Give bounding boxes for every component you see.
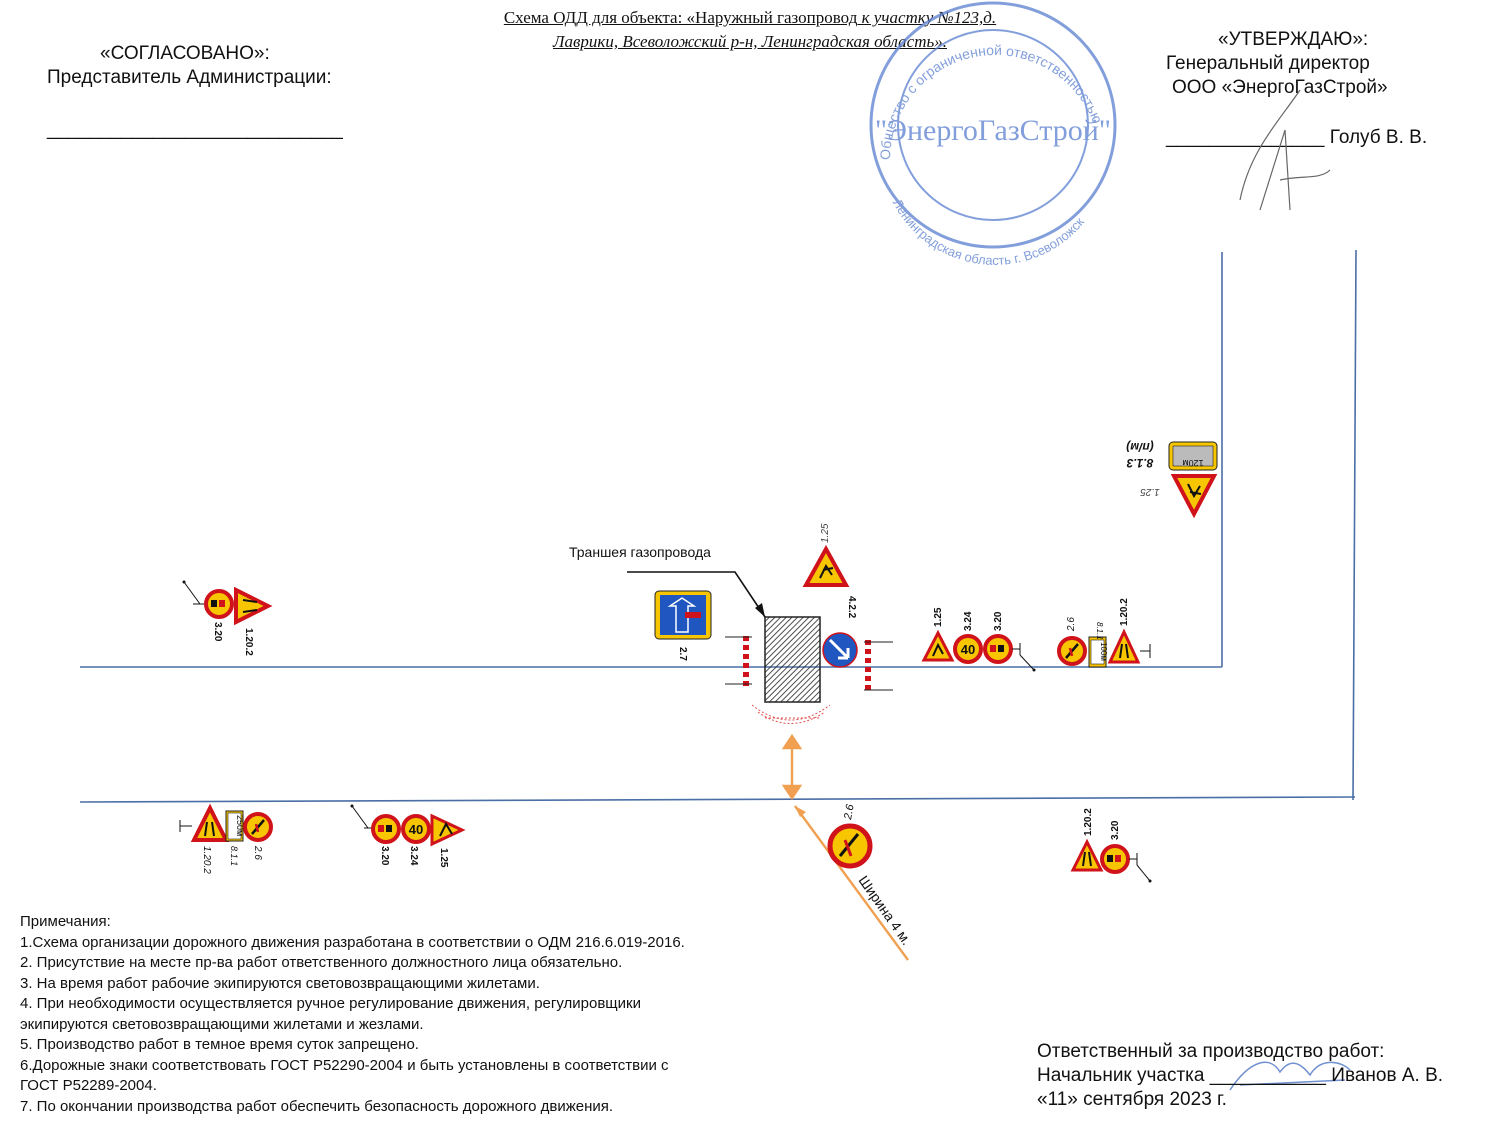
sign-label-1-25-mb: 1.25 [438, 848, 449, 868]
sign-group-right-top: 1.25 40 3.24 3.20 [921, 607, 1036, 672]
sign-road-works-top: 1.25 [802, 523, 850, 587]
sign-group-right-bottom: 1.20.2 3.20 [1070, 808, 1152, 883]
sign-speed-limit-a: 40 [961, 642, 975, 657]
sign-plate-250m: 250м [235, 815, 245, 836]
stamp-ring-bottom-text: Ленинградская область г. Всеволожск [890, 196, 1087, 268]
sign-label-8-1-1-lb: 8.1.1 [229, 846, 239, 866]
barrier-left [725, 636, 752, 690]
sign-label-1-20-2-rb: 1.20.2 [1083, 808, 1094, 836]
sign-label-2-6-bottom: 2.6 [842, 803, 857, 822]
note-item: 7. По окончании производства работ обесп… [20, 1097, 614, 1115]
sign-label-4-2-2: 4.2.2 [846, 596, 857, 619]
title-line-2: Лаврики, Всеволожский р-н, Ленинградская… [553, 32, 947, 51]
sign-label-2-6-lb: 2.6 [252, 845, 263, 860]
note-item: 1.Схема организации дорожного движения р… [20, 933, 685, 951]
approved-left-heading: «СОГЛАСОВАНО»: [100, 43, 270, 64]
sign-label-3-20-mb: 3.20 [379, 846, 390, 866]
approved-right-name: Голуб В. В. [1329, 127, 1428, 148]
note-item: 4. При необходимости осуществляется ручн… [20, 995, 641, 1012]
note-item: 5. Производство работ в темное время сут… [20, 1036, 419, 1053]
note-item: 2. Присутствие на месте пр-ва работ отве… [20, 954, 623, 971]
sign-speed-limit-b: 40 [409, 822, 423, 837]
sign-label-1-20-2-a: 1.20.2 [1119, 598, 1130, 626]
sign-group-middle-bottom: 3.20 40 3.24 1.25 [350, 804, 466, 868]
responsible-block: Ответственный за производство работ: Нач… [1037, 1040, 1443, 1112]
sign-label-1-20-2-lb: 1.20.2 [201, 846, 212, 874]
roads [79, 249, 1357, 803]
sign-label-2-6-a: 2.6 [1066, 617, 1077, 632]
barrier-right [864, 640, 893, 692]
approved-right-company: ООО «ЭнергоГазСтрой» [1172, 77, 1388, 98]
director-signature [1239, 89, 1331, 211]
responsible-signature [1229, 1061, 1351, 1091]
title-line-1-tail: к участку №123,д. [857, 8, 997, 27]
sign-label-3-20-rb: 3.20 [1110, 820, 1121, 840]
responsible-role: Начальник участка [1037, 1065, 1205, 1086]
notes-block: Примечания: 1.Схема организации дорожног… [20, 912, 820, 1117]
note-item: 3. На время работ рабочие экипируются св… [20, 974, 540, 992]
sign-group-right-far: 2.6 100м 8.1.1 1.20.2 [1057, 598, 1151, 668]
sign-label-8-1-3-ne: 8.1.3 [1126, 456, 1153, 470]
trench-leader-line [627, 571, 766, 618]
gas-pipeline-trench [764, 616, 821, 703]
stamp-center-text: "ЭнергоГазСтрой" [875, 114, 1111, 147]
trench-fence-bottom [751, 704, 831, 724]
note-item: 6.Дорожные знаки соответствовать ГОСТ Р5… [20, 1056, 669, 1074]
trench-label: Траншея газопровода [569, 544, 711, 560]
sign-label-3-24-mb: 3.24 [408, 846, 419, 866]
sign-group-northeast: 120м 8.1.3 (п/м) 1.25 [1126, 440, 1218, 519]
sign-label-8-1-1-a: 8.1.1 [1095, 622, 1104, 640]
document-title: Схема ОДД для объекта: «Наружный газопро… [440, 6, 1060, 54]
sign-lane-direction: 2.7 [654, 590, 712, 661]
sign-label-1-25-ne: 1.25 [1140, 486, 1160, 497]
sign-plate-120m: 120м [1182, 458, 1203, 468]
sign-label-3-20-left-top: 3.20 [212, 622, 223, 642]
sign-label-1-20-2-left-top: 1.20.2 [243, 628, 254, 656]
sign-label-3-24-a: 3.24 [963, 611, 974, 631]
sign-label-1-25-a: 1.25 [933, 607, 944, 627]
responsible-name: Иванов А. В. [1331, 1065, 1444, 1086]
responsible-signature-line: ___________ [1209, 1065, 1327, 1086]
responsible-date: «11» сентября 2023 г. [1037, 1089, 1227, 1110]
sign-group-left-top: 3.20 1.20.2 [182, 580, 273, 656]
sign-label-1-25-top: 1.25 [820, 523, 831, 543]
note-item: экипируются световозвращающими жилетами … [20, 1015, 424, 1033]
road-width-arrow [781, 733, 803, 801]
road-side-outer-edge [1352, 249, 1357, 801]
notes-heading: Примечания: [20, 913, 111, 930]
road-bottom-edge [79, 796, 1356, 803]
width-leader-line [794, 805, 909, 961]
note-item: ГОСТ Р52289-2004. [20, 1077, 157, 1094]
responsible-signature-row: Начальник участка ___________ Иванов А. … [1037, 1064, 1443, 1088]
company-stamp: Общество с ограниченной ответственностью… [869, 1, 1117, 268]
sign-priority-oncoming-bottom: 2.6 [827, 803, 873, 869]
approved-left-signature-line: ____________________________ [47, 119, 343, 140]
width-label: Ширина 4 м. [856, 873, 915, 948]
sign-group-left-bottom: 1.20.2 250м 8.1.1 2.6 [179, 803, 273, 874]
sign-detour-left: 4.2.2 [822, 596, 858, 668]
title-line-1: Схема ОДД для объекта: «Наружный газопро… [503, 8, 858, 27]
approved-right-role: Генеральный директор [1166, 53, 1370, 74]
approved-left-role: Представитель Администрации: [47, 67, 332, 88]
approved-right-heading: «УТВЕРЖДАЮ»: [1218, 29, 1369, 50]
sign-label-2-7: 2.7 [677, 647, 688, 661]
responsible-title: Ответственный за производство работ: [1037, 1041, 1385, 1062]
sign-label-8-1-3-ne-note: (п/м) [1126, 440, 1154, 454]
sign-plate-100m: 100м [1099, 642, 1108, 661]
sign-label-3-20-a: 3.20 [993, 611, 1004, 631]
